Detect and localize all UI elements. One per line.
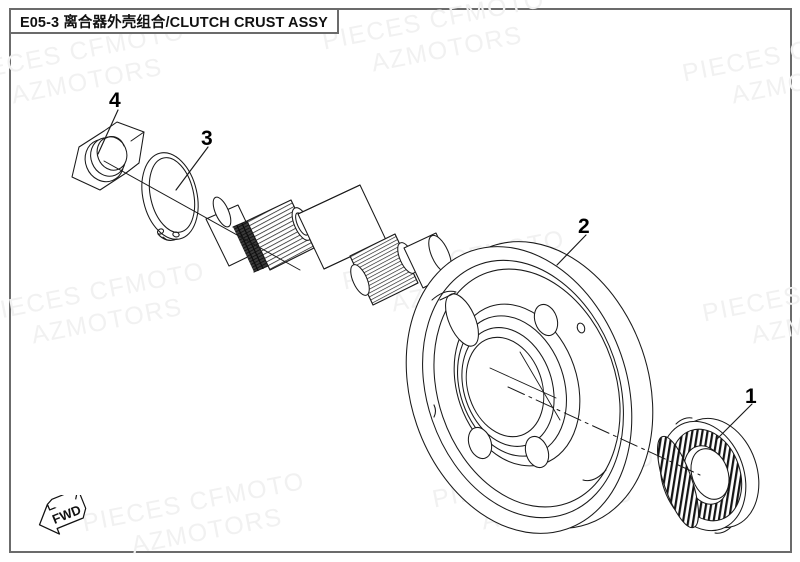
drawing-frame xyxy=(9,8,792,553)
fwd-direction-marker: FWD xyxy=(38,495,87,535)
callout-number-4: 4 xyxy=(109,89,121,112)
callout-number-1: 1 xyxy=(745,385,757,408)
callout-number-3: 3 xyxy=(201,127,213,150)
page-title: E05-3 离合器外壳组合/CLUTCH CRUST ASSY xyxy=(20,14,328,31)
title-box: E05-3 离合器外壳组合/CLUTCH CRUST ASSY xyxy=(9,8,339,34)
callout-number-2: 2 xyxy=(578,215,590,238)
